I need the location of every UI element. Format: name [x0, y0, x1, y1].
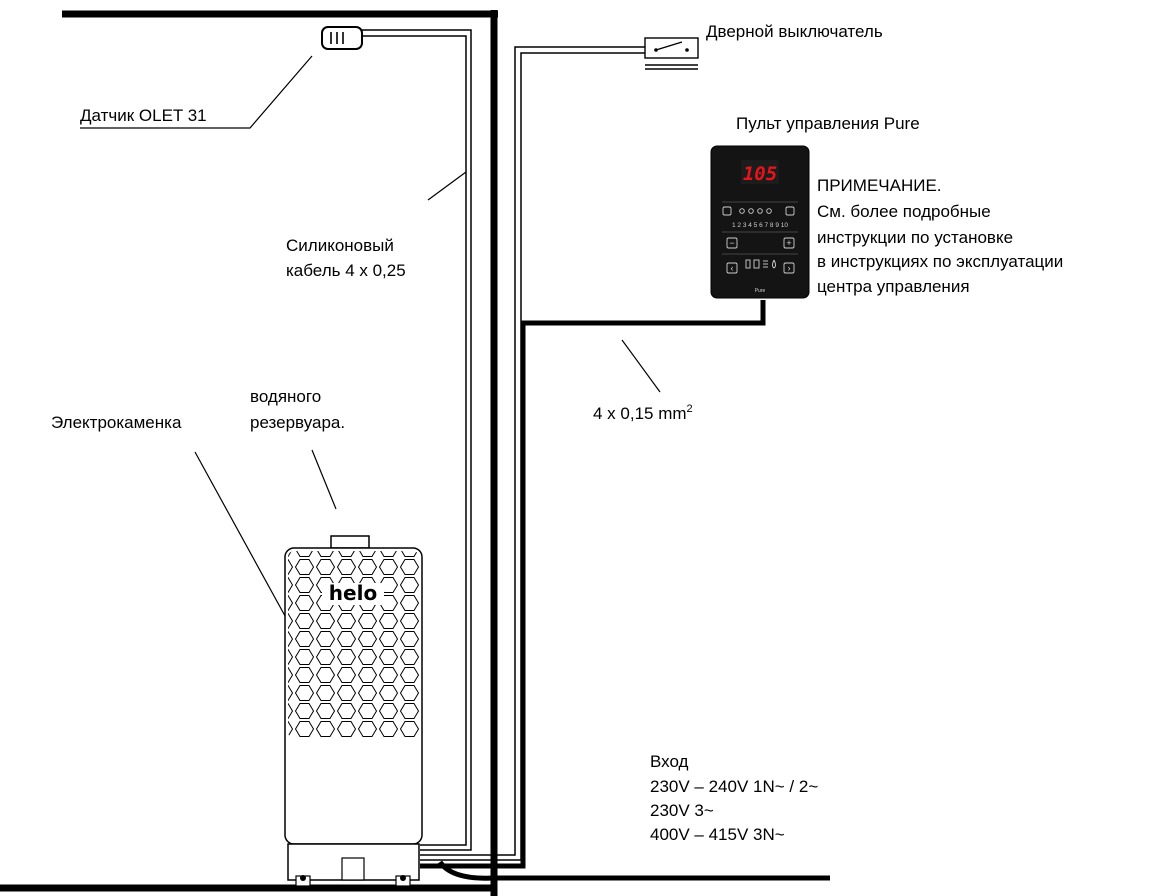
water-tank-line-1: водяного	[250, 387, 321, 406]
sensor-leader	[80, 55, 313, 129]
panel-prev: ‹	[731, 263, 734, 273]
note-line-1: См. более подробные	[817, 202, 991, 221]
input-line-1: Вход	[650, 752, 689, 771]
heater-leader	[194, 451, 291, 626]
note-line-3: в инструкциях по эксплуатации	[817, 252, 1063, 271]
cable-leader	[427, 171, 467, 201]
panel-cable-superscript: 2	[687, 403, 693, 415]
door-switch-label: Дверной выключатель	[706, 22, 883, 41]
input-line-3: 230V 3~	[650, 801, 714, 820]
panel-numbers-row: 1 2 3 4 5 6 7 8 9 10	[732, 222, 788, 229]
silicone-cable-line-2: кабель 4 x 0,25	[286, 261, 406, 280]
note-line-2: инструкции по установке	[817, 228, 1013, 247]
panel-display-value: 105	[743, 163, 777, 185]
input-line-4: 400V – 415V 3N~	[650, 825, 785, 844]
panel-minus: −	[729, 238, 734, 248]
door-switch-icon	[644, 37, 699, 70]
panel-brand: Pure	[755, 288, 766, 294]
panel-cable	[420, 300, 766, 869]
sauna-walls	[0, 10, 830, 896]
water-tank-line-2: резервуара.	[250, 413, 345, 432]
panel-next: ›	[788, 263, 791, 273]
control-panel-label: Пульт управления Pure	[736, 114, 920, 133]
sensor-cable	[362, 29, 472, 851]
heater-brand: helo	[329, 581, 377, 605]
heater-label: Электрокаменка	[51, 413, 182, 432]
heater: helo	[284, 535, 423, 887]
sensor-olet31	[321, 26, 363, 50]
control-panel: 105 1 2 3 4 5 6 7 8 9 10 − + ‹ › Pure	[710, 145, 810, 299]
power-input-cable	[437, 860, 495, 881]
leader-lines	[80, 55, 661, 626]
sensor-label: Датчик OLET 31	[80, 106, 207, 125]
panel-plus: +	[786, 238, 791, 248]
panel-cable-label: 4 x 0,15 mm2	[593, 403, 693, 423]
panel-cable-leader	[621, 339, 661, 393]
input-line-2: 230V – 240V 1N~ / 2~	[650, 777, 818, 796]
tank-leader	[311, 449, 337, 510]
door-switch-cable	[420, 46, 655, 861]
labels: Датчик OLET 31 Дверной выключатель Пульт…	[51, 22, 1063, 844]
note-line-4: центра управления	[817, 277, 970, 296]
silicone-cable-line-1: Силиконовый	[286, 236, 394, 255]
note-title: ПРИМЕЧАНИЕ.	[817, 176, 942, 195]
